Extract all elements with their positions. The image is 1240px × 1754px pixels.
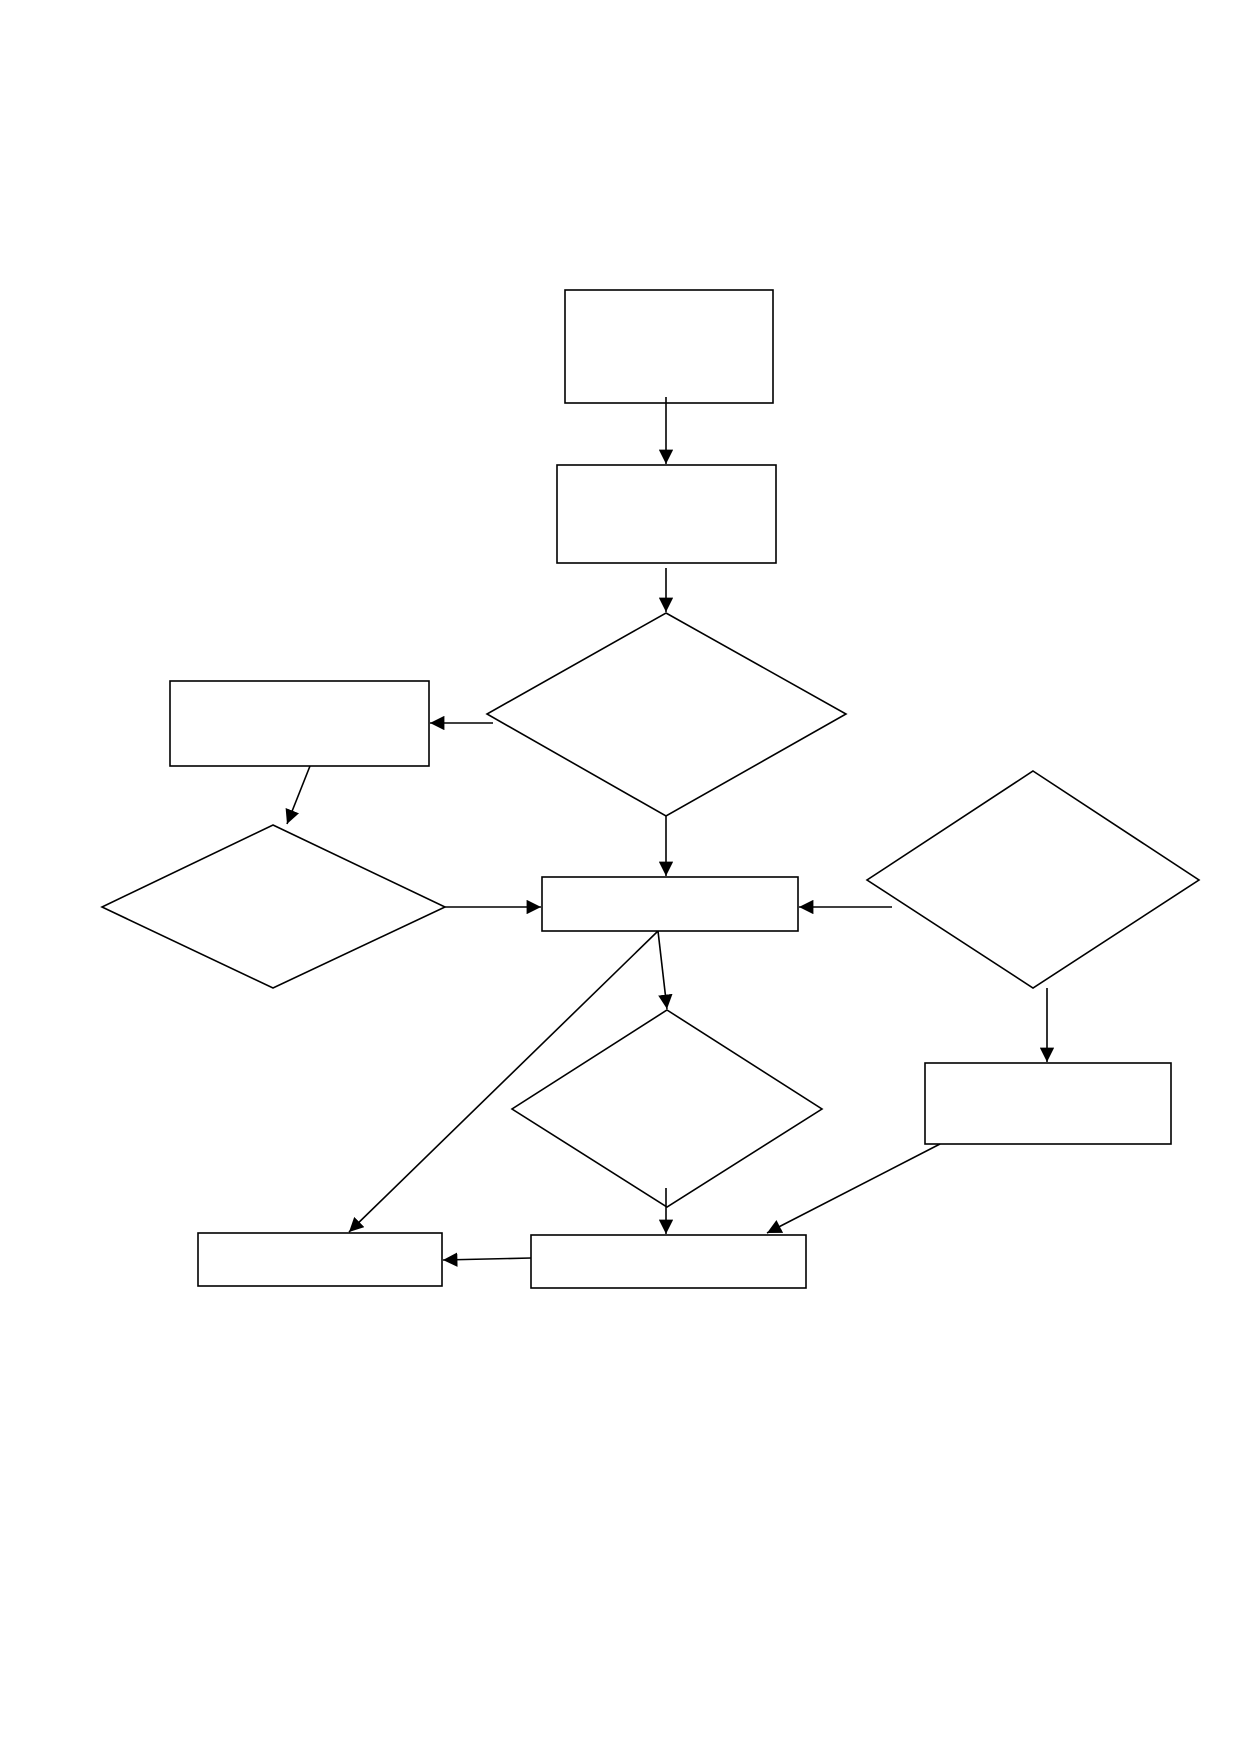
arrow-bottom-center-to-bottom-left-box — [442, 1252, 532, 1267]
arrow-right-box-to-bottom-center-box — [766, 1143, 941, 1234]
decision-left — [100, 824, 447, 989]
arrow-center-box-to-decision-bottom — [657, 930, 673, 1010]
decision-main — [485, 612, 848, 817]
center-box — [541, 876, 799, 932]
decision-right — [865, 770, 1201, 989]
right-box — [924, 1062, 1172, 1145]
arrow-center-box-to-bottom-left-box — [348, 930, 659, 1233]
step-box — [556, 464, 777, 564]
bottom-center-box — [530, 1234, 807, 1289]
left-box — [169, 680, 430, 767]
decision-bottom — [510, 1009, 824, 1208]
start-box — [564, 289, 774, 404]
arrow-left-box-to-decision-left — [285, 765, 311, 825]
bottom-left-box — [197, 1232, 443, 1287]
